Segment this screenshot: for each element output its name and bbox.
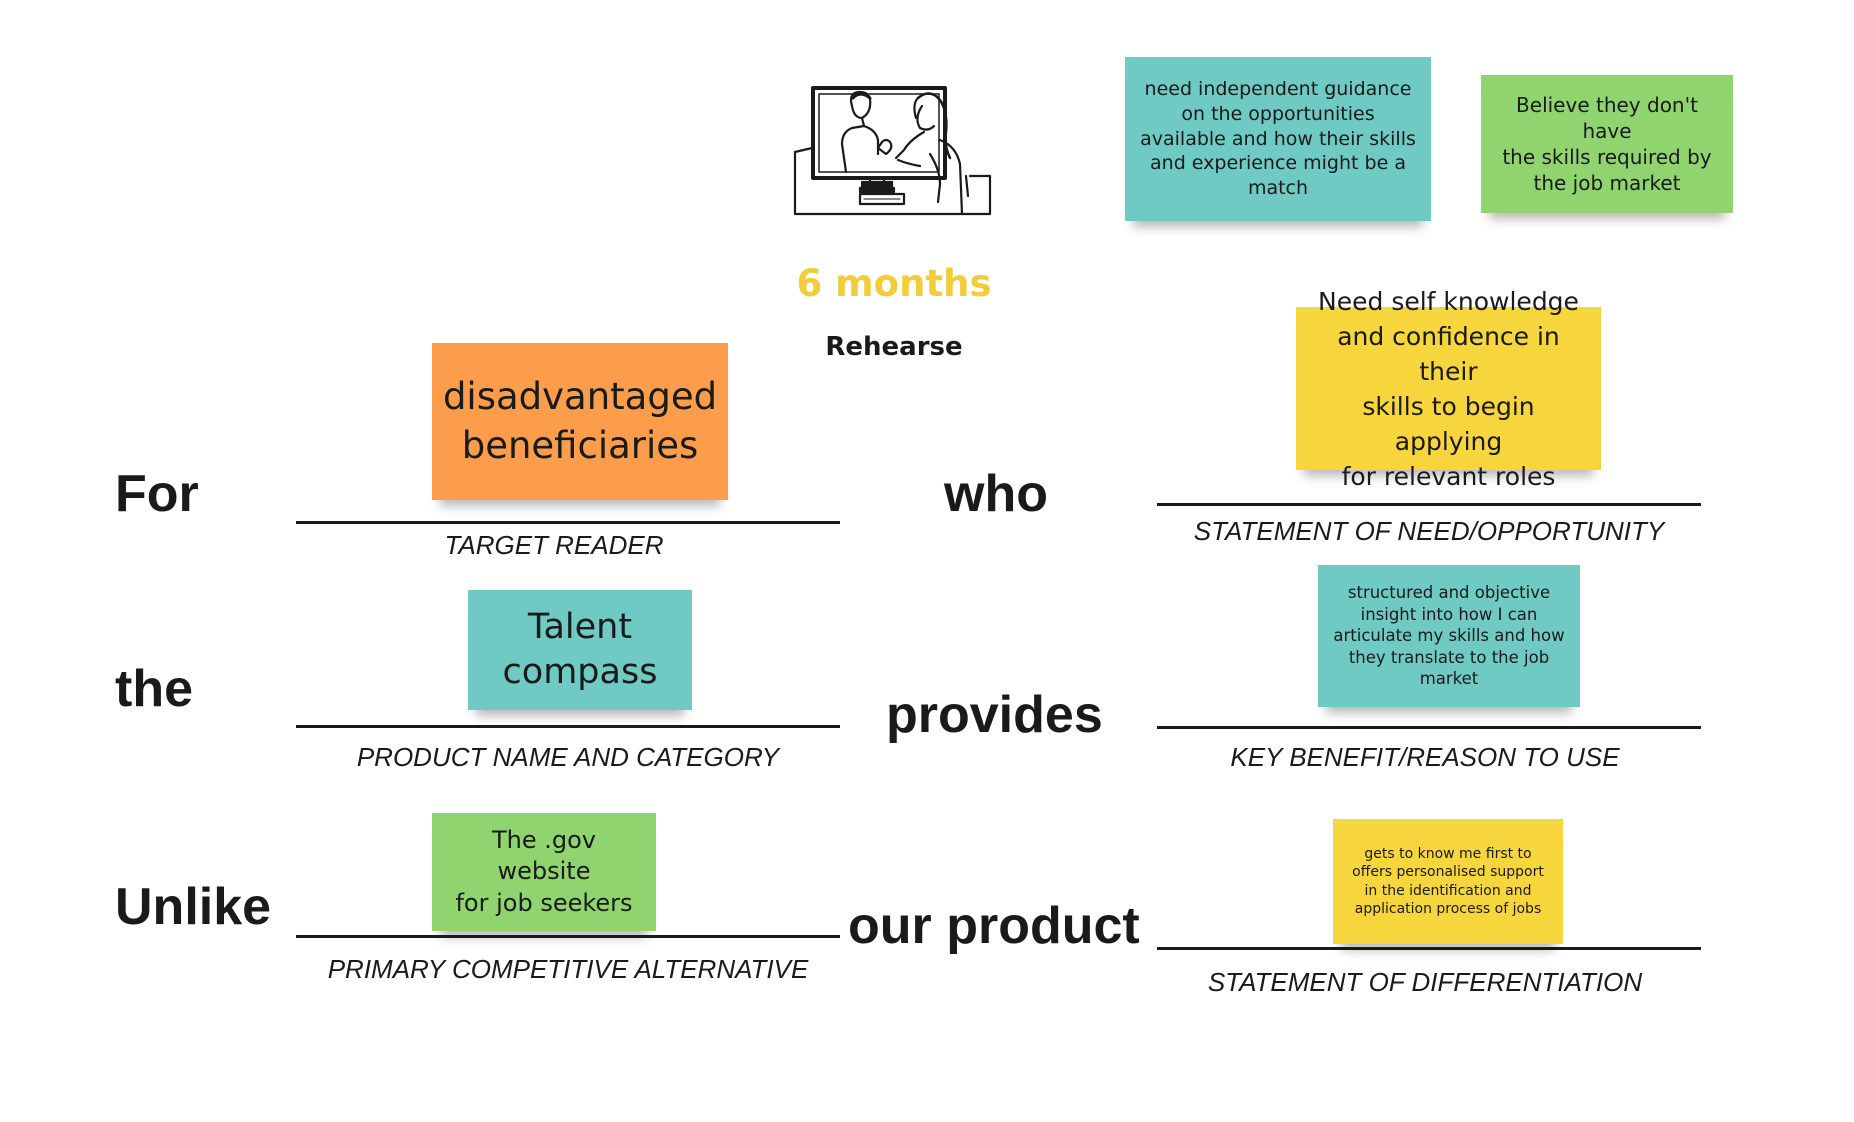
keyword-our-product: our product bbox=[848, 897, 1140, 955]
sticky-product-name[interactable]: Talent compass bbox=[468, 590, 692, 710]
rule-key-benefit bbox=[1157, 726, 1701, 729]
caption-competitive-alternative: PRIMARY COMPETITIVE ALTERNATIVE bbox=[327, 954, 809, 984]
keyword-the: the bbox=[115, 660, 193, 718]
keyword-unlike: Unlike bbox=[115, 878, 272, 936]
rule-differentiation bbox=[1157, 947, 1701, 950]
caption-differentiation: STATEMENT OF DIFFERENTIATION bbox=[1207, 967, 1643, 997]
caption-target-reader: TARGET READER bbox=[444, 530, 664, 560]
video-call-illustration-icon bbox=[790, 84, 998, 218]
sticky-belief[interactable]: Believe they don't have the skills requi… bbox=[1481, 75, 1733, 213]
sticky-differentiation[interactable]: gets to know me first to offers personal… bbox=[1333, 819, 1563, 944]
rule-product-name bbox=[296, 725, 840, 728]
sticky-target-reader[interactable]: disadvantaged beneficiaries bbox=[432, 343, 728, 500]
rule-target-reader bbox=[296, 521, 840, 524]
sticky-competitive-alternative[interactable]: The .gov website for job seekers bbox=[432, 813, 656, 931]
duration-label: 6 months bbox=[796, 262, 992, 305]
sticky-key-benefit[interactable]: structured and objective insight into ho… bbox=[1318, 565, 1580, 707]
keyword-provides: provides bbox=[886, 686, 1103, 744]
rule-competitive-alternative bbox=[296, 935, 840, 938]
stage-label: Rehearse bbox=[825, 332, 963, 362]
sticky-guidance[interactable]: need independent guidance on the opportu… bbox=[1125, 57, 1431, 221]
caption-product-name: PRODUCT NAME AND CATEGORY bbox=[356, 742, 780, 772]
caption-need-opportunity: STATEMENT OF NEED/OPPORTUNITY bbox=[1193, 516, 1665, 546]
caption-key-benefit: KEY BENEFIT/REASON TO USE bbox=[1230, 742, 1620, 772]
rule-need-opportunity bbox=[1157, 503, 1701, 506]
keyword-for: For bbox=[115, 465, 199, 523]
keyword-who: who bbox=[944, 465, 1048, 523]
sticky-need-opportunity[interactable]: Need self knowledge and confidence in th… bbox=[1296, 287, 1601, 491]
